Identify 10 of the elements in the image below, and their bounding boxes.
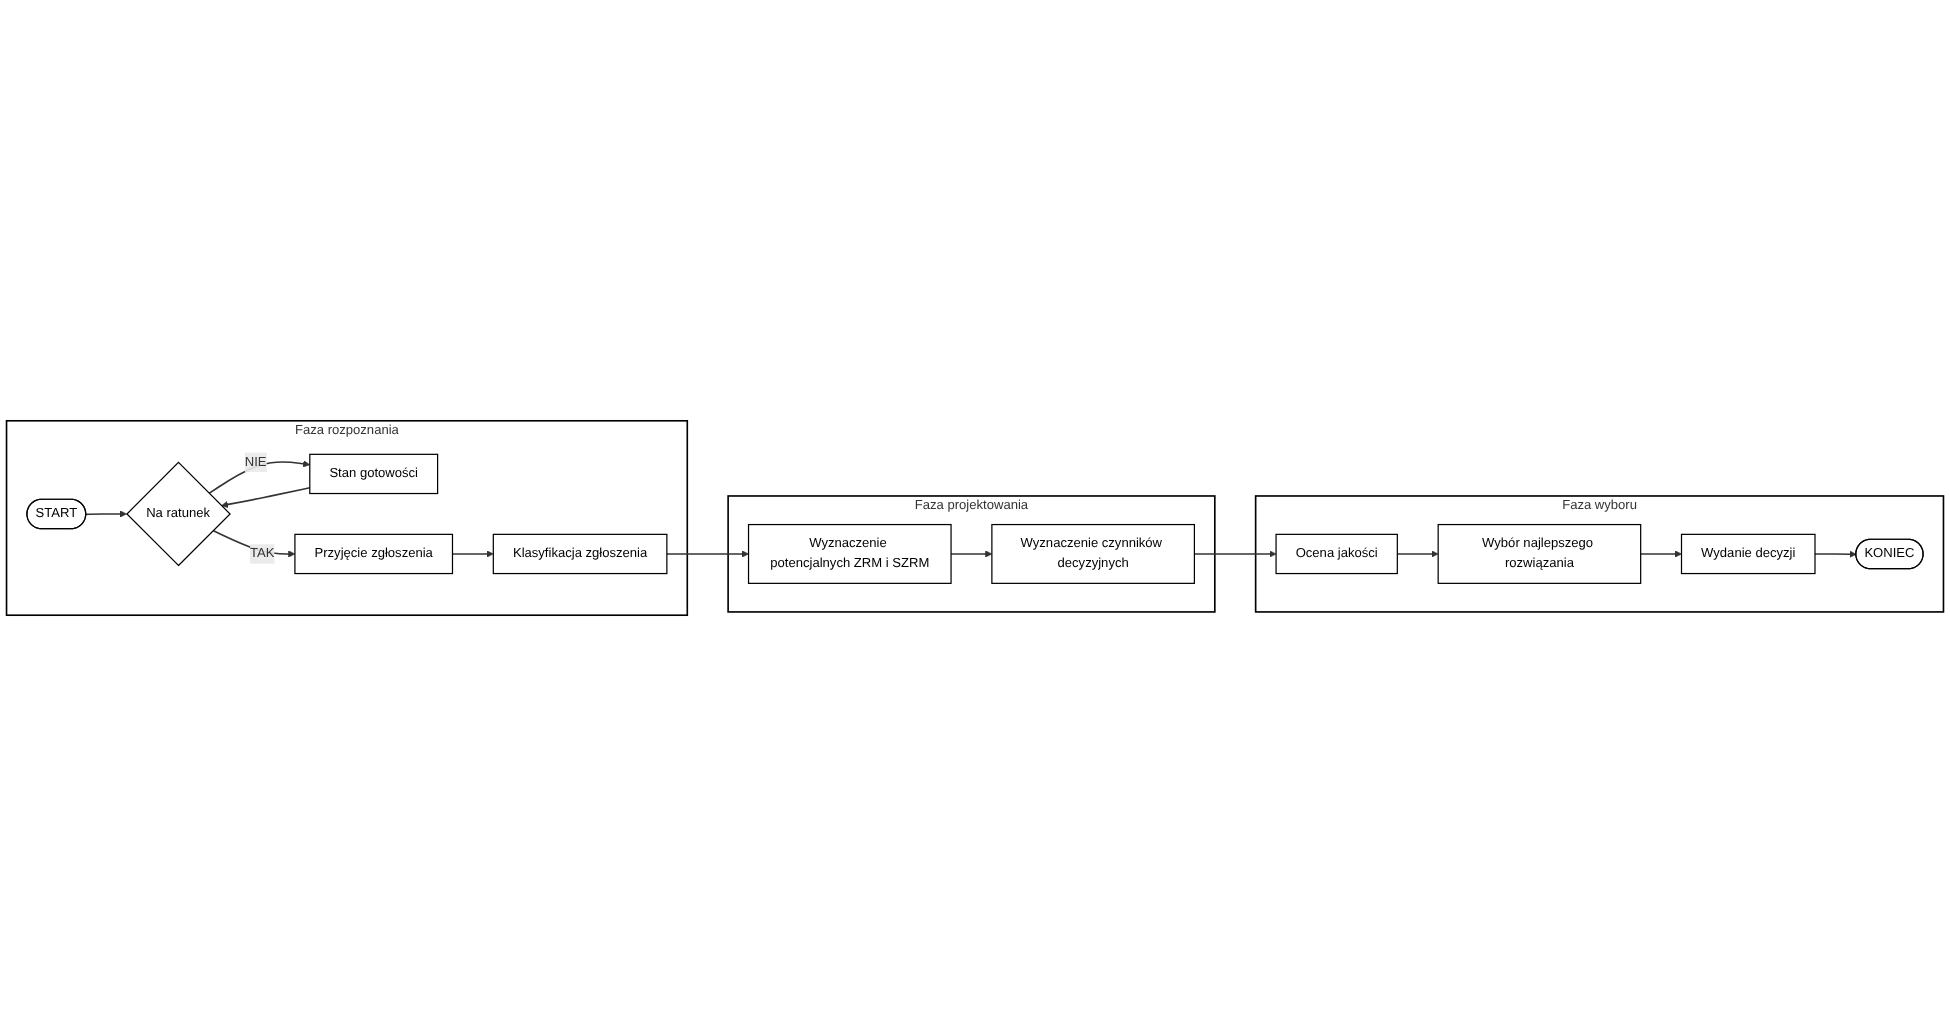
arrow [666, 550, 749, 558]
arrow [950, 550, 993, 558]
arrow [85, 510, 127, 518]
arrow [1814, 550, 1857, 558]
arrow [1193, 550, 1277, 558]
arrow [451, 550, 494, 558]
arrow [208, 460, 311, 495]
arrow [221, 486, 311, 509]
arrow [1396, 550, 1439, 558]
arrow [1639, 550, 1682, 558]
